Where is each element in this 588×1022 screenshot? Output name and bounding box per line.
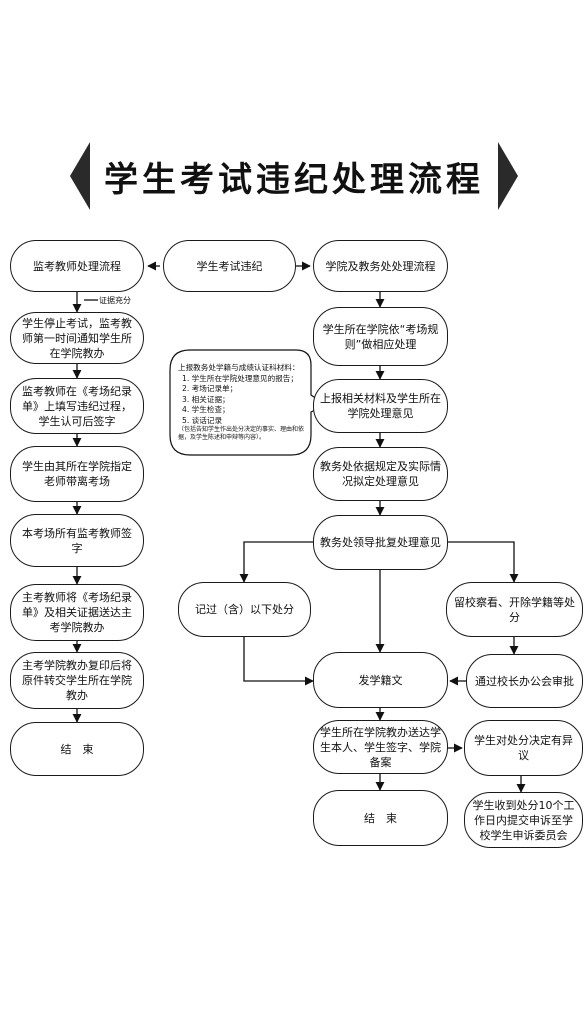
evidence-label: 证据充分 [99,296,131,305]
left-step-3: 学生由其所在学院指定老师带离考场 [10,446,144,502]
left-step-5: 主考教师将《考场纪录单》及相关证据送达主考学院教办 [10,584,144,641]
bubble-note: （包括告知学生作出处分决定的事实、理由和依据，及学生陈述和申辩等内容）。 [178,426,305,441]
deliver-box: 学生所在学院教办送达学生本人、学生签字、学院备案 [313,720,448,774]
principal-approval-box: 通过校长办公会审批 [466,654,583,708]
materials-bubble: 上报教务处学籍与成绩认证科材料： 1. 学生所在学院处理意见的报告； 2. 考场… [178,363,304,442]
title-banner: 学生考试违纪处理流程 [70,142,518,210]
bubble-item: 4. 学生检查； [182,405,230,414]
bubble-heading: 上报教务处学籍与成绩认证科材料： [178,363,300,372]
right-step-2: 上报相关材料及学生所在学院处理意见 [313,379,448,433]
right-bracket-shape [498,142,518,210]
page-title: 学生考试违纪处理流程 [104,159,484,200]
bubble-item: 5. 谈话记录 [182,415,223,425]
left-end-box: 结 束 [10,722,144,776]
left-step-6: 主考学院教办复印后将原件转交学生所在学院教办 [10,652,144,709]
banner-brackets [70,142,518,210]
start-box: 学生考试违纪 [163,240,296,292]
left-step-2: 监考教师在《考场纪录单》上填写违纪过程，学生认可后签字 [10,378,144,434]
bubble-shape [169,349,328,456]
issue-doc-box: 发学籍文 [313,652,448,708]
appeal-box: 学生收到处分10个工作日内提交申诉至学校学生申诉委员会 [464,792,583,848]
major-penalty-box: 留校察看、开除学籍等处分 [446,582,583,637]
arrow-minor-to-issue [243,636,314,686]
left-bracket-shape [70,142,90,210]
right-step-1: 学生所在学院依“考场规则”做相应处理 [313,307,448,366]
right-step-4: 教务处领导批复处理意见 [313,515,448,570]
left-header-box: 监考教师处理流程 [10,240,144,292]
bubble-item: 3. 相关证据； [182,394,230,404]
bubble-item: 2. 考场记录单； [182,384,238,393]
arrow-branch-major [446,541,519,583]
objection-box: 学生对处分决定有异议 [464,720,583,776]
right-header-box: 学院及教务处处理流程 [313,240,448,292]
right-end-box: 结 束 [313,790,448,846]
right-step-3: 教务处依据规定及实际情况拟定处理意见 [313,447,448,501]
arrow-branch-minor [239,541,318,583]
bubble-item: 1. 学生所在学院处理意见的报告； [182,373,298,383]
left-step-4: 本考场所有监考教师签字 [10,514,144,567]
minor-penalty-box: 记过（含）以下处分 [178,582,311,637]
left-step-1: 学生停止考试，监考教师第一时间通知学生所在学院教办 [10,312,144,364]
